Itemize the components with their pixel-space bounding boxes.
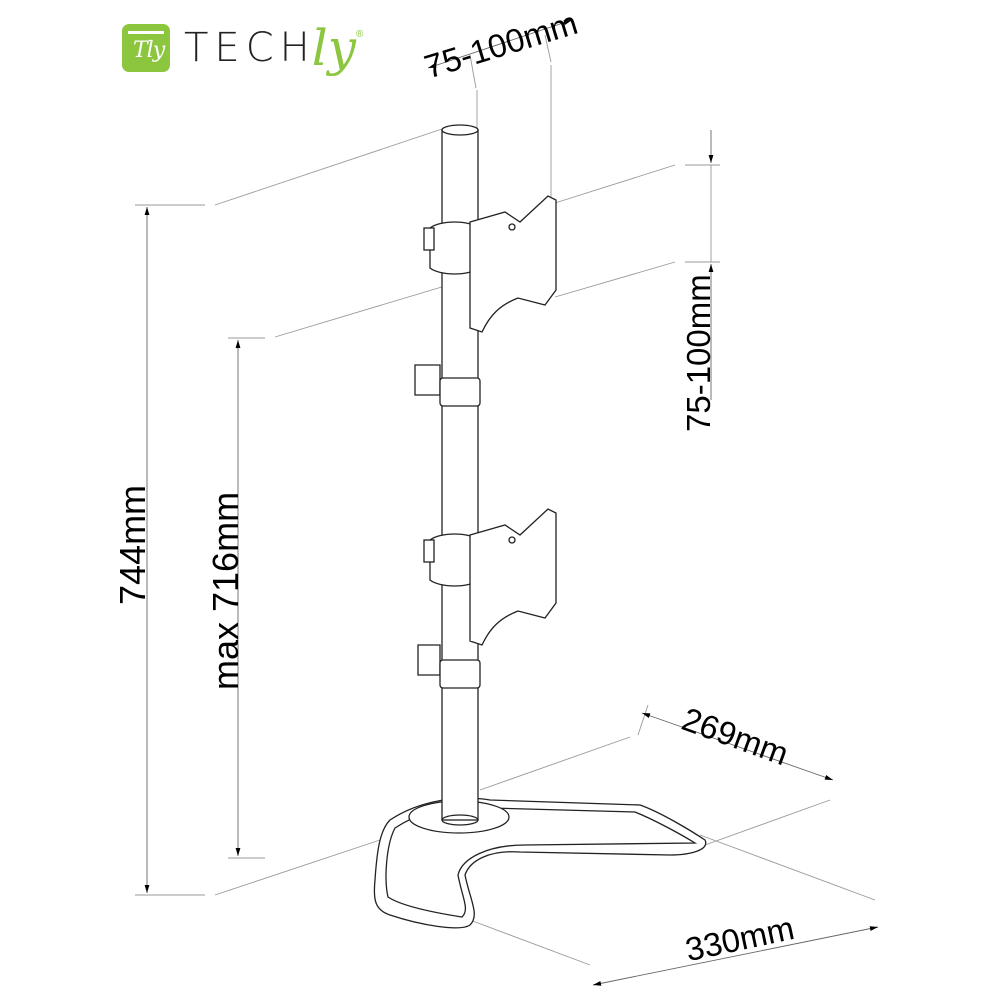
logo-wordmark: TECH xyxy=(184,25,316,71)
brand-logo: Tly TECH ly ® xyxy=(122,19,364,77)
stand-body xyxy=(373,124,707,929)
dim-total-height: 744mm xyxy=(112,484,153,605)
dim-max-mount-height: max 716mm xyxy=(205,491,246,690)
registered-mark: ® xyxy=(355,28,364,40)
logo-badge-icon: Tly xyxy=(122,24,170,72)
dim-vesa-vertical: 75-100mm xyxy=(680,274,717,432)
logo-accent: ly xyxy=(311,19,356,77)
dimension-lines xyxy=(135,19,879,986)
